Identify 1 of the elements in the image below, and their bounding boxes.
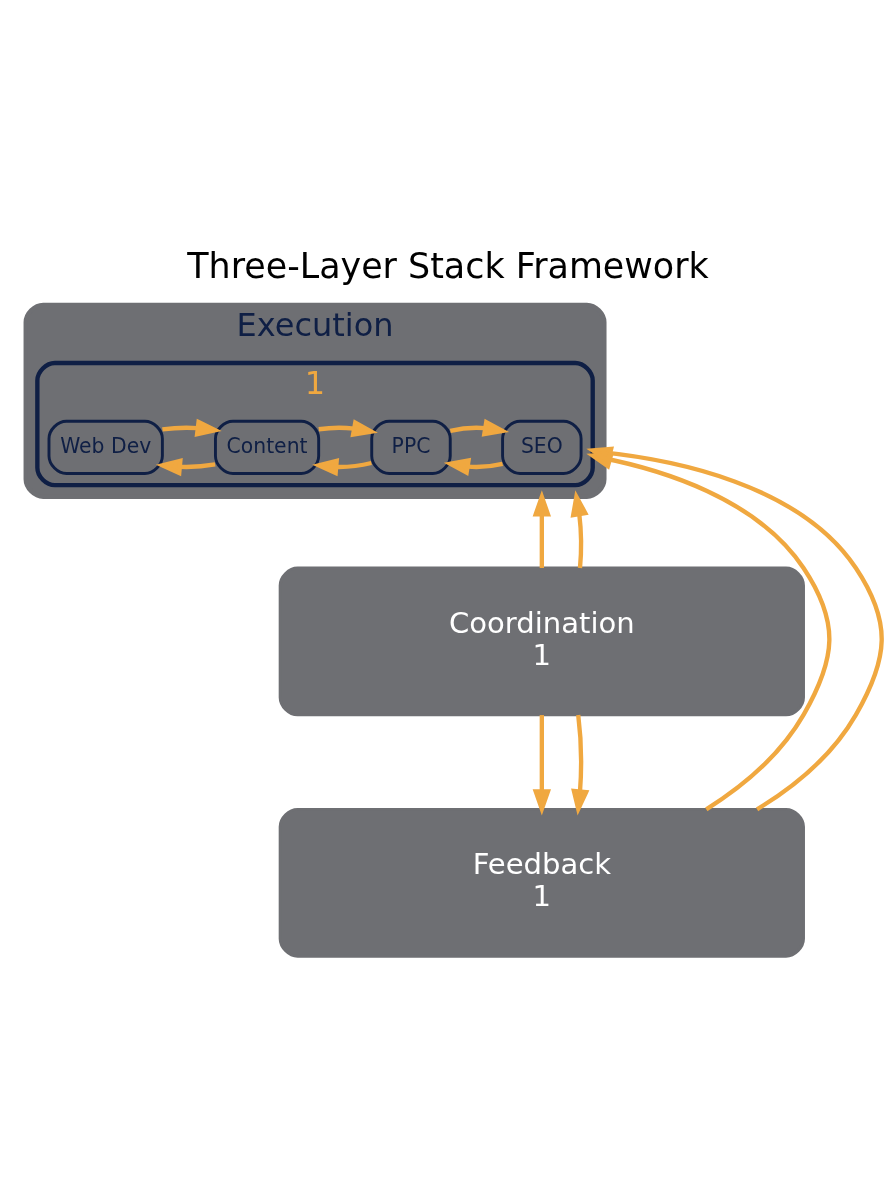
diagram-title: Three-Layer Stack Framework [187,245,709,286]
